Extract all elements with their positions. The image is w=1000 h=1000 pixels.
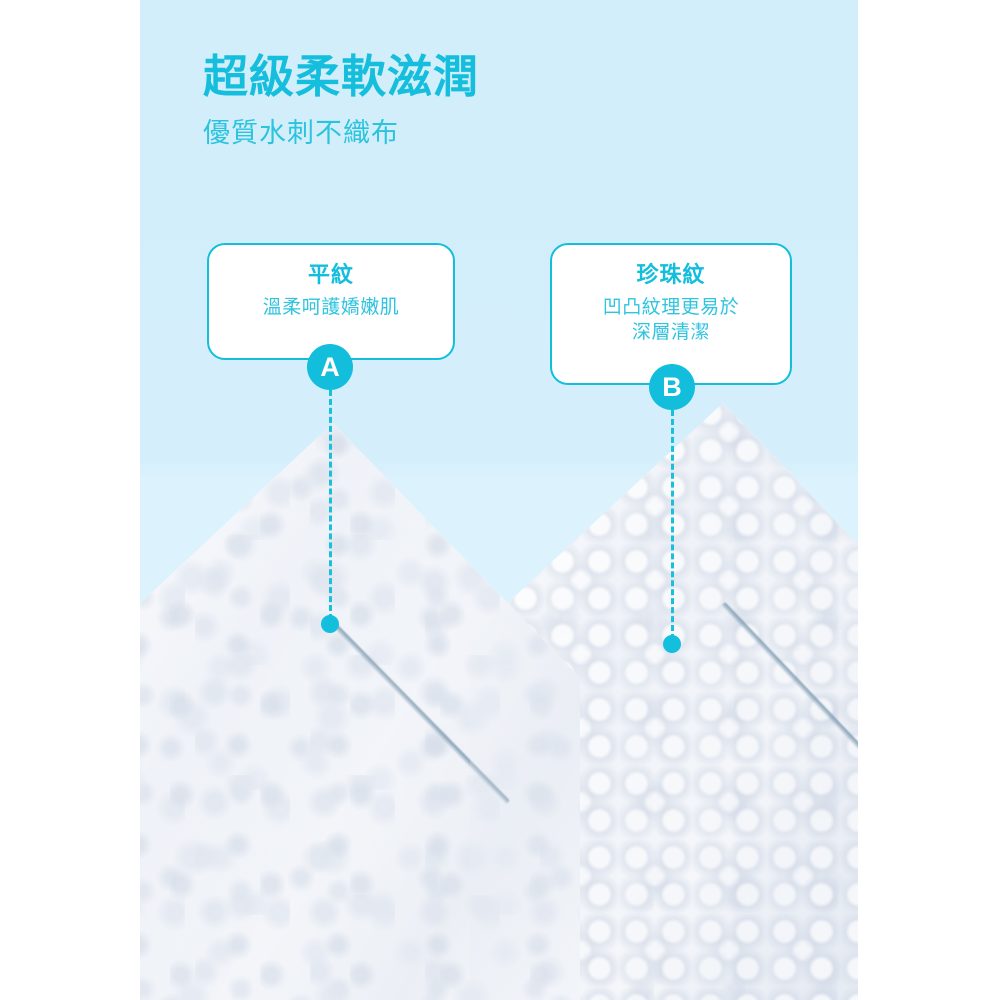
callout-badge-b: B <box>649 364 695 410</box>
leader-line-a <box>329 390 332 620</box>
pearl-fabric-shading <box>470 403 858 1000</box>
callout-b-description: 凹凸紋理更易於 深層清潔 <box>602 296 740 343</box>
callout-card-b: 珍珠紋 凹凸紋理更易於 深層清潔 <box>550 243 792 385</box>
leader-endpoint-dot-a <box>321 615 339 633</box>
callout-a-title: 平紋 <box>307 262 354 287</box>
callout-a-description: 溫柔呵護嬌嫩肌 <box>262 296 400 318</box>
heading-block: 超級柔軟滋潤 優質水刺不織布 <box>203 50 479 149</box>
leader-line-b <box>671 410 674 640</box>
pearl-fabric-fold-edge <box>721 602 858 856</box>
callout-card-a: 平紋 溫柔呵護嬌嫩肌 <box>207 243 455 360</box>
page-title: 超級柔軟滋潤 <box>203 51 480 102</box>
leader-endpoint-dot-b <box>663 635 681 653</box>
plain-texture <box>140 423 580 1000</box>
callout-b-title: 珍珠紋 <box>636 262 706 287</box>
pearl-weave-fabric-swatch <box>470 403 858 1000</box>
plain-fabric-fold-edge <box>331 622 510 805</box>
pearl-texture <box>470 403 858 1000</box>
plain-fabric-shading <box>140 423 580 1000</box>
product-panel: 超級柔軟滋潤 優質水刺不織布 平紋 溫柔呵護嬌嫩肌 A 珍珠紋 凹凸紋理更易於 … <box>140 0 858 1000</box>
fabric-illustration <box>140 0 858 1000</box>
plain-weave-fabric-swatch <box>140 423 580 1000</box>
page-subtitle: 優質水刺不織布 <box>203 118 399 149</box>
callout-badge-a: A <box>307 344 353 390</box>
